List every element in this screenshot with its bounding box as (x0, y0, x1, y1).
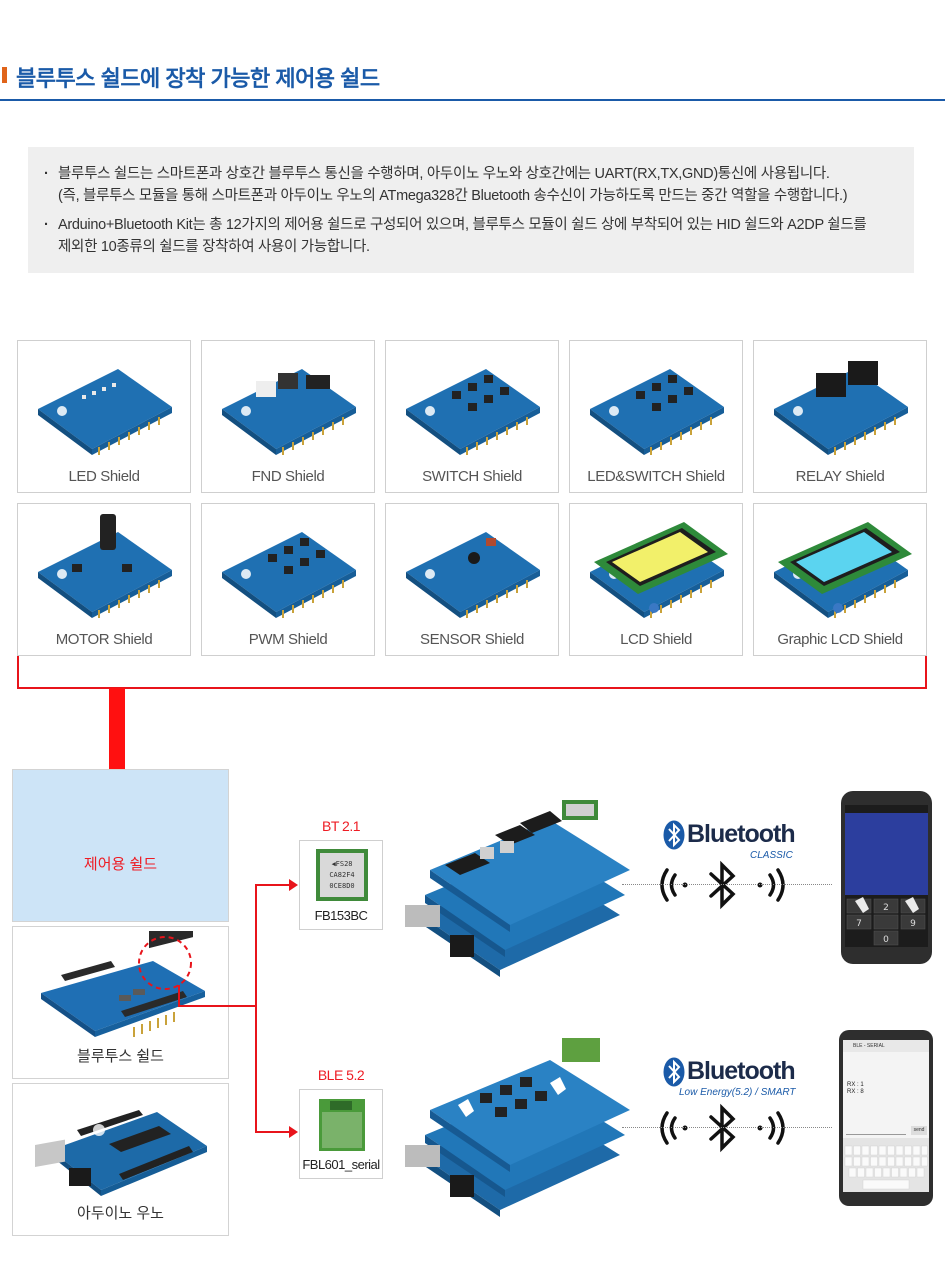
bluetooth-shield-box: 블루투스 쉴드 (12, 926, 229, 1079)
shield-label: FND Shield (251, 468, 325, 485)
app-bar: BLE - SERIAL (843, 1040, 929, 1052)
bt21-chip-image: ◀FS28 CA82F4 0CE8D0 (316, 849, 368, 901)
arduino-uno-image (35, 1110, 207, 1196)
arrow-right-icon (289, 879, 298, 891)
connector-line (255, 1131, 291, 1133)
arduino-uno-box: 아두이노 우노 (12, 1083, 229, 1236)
ble52-chip-image (319, 1099, 365, 1151)
shield-label: PWM Shield (248, 631, 328, 648)
svg-text:CA82F4: CA82F4 (329, 871, 354, 879)
shield-board-image (406, 532, 540, 618)
bluetooth-word: Bluetooth (687, 1057, 796, 1085)
shield-group-bracket (17, 656, 927, 689)
info-bullet-2-line-1: Arduino+Bluetooth Kit는 총 12가지의 제어용 쉴드로 구… (58, 217, 867, 233)
bluetooth-smart-text: Low Energy(5.2) / SMART (679, 1087, 796, 1098)
ble52-module-name: FBL601_serial (302, 1157, 380, 1172)
shield-card: SWITCH Shield (385, 340, 559, 493)
info-box: 블루투스 쉴드는 스마트폰과 상호간 블루투스 통신을 수행하며, 아두이노 우… (28, 147, 914, 273)
shield-board-image (38, 514, 172, 618)
stacked-boards-switch-image (405, 1038, 630, 1217)
wireless-signal-icon (660, 1103, 785, 1153)
phone-display-area (845, 813, 928, 895)
shield-board-image (590, 522, 728, 618)
info-bullet-1: 블루투스 쉴드는 스마트폰과 상호간 블루투스 통신을 수행하며, 아두이노 우… (44, 163, 900, 207)
connector-line (255, 884, 291, 886)
wireless-signal-icon (660, 860, 785, 910)
bluetooth-shield-image (41, 931, 205, 1037)
info-bullet-2: Arduino+Bluetooth Kit는 총 12가지의 제어용 쉴드로 구… (44, 214, 900, 258)
arrow-right-icon (289, 1126, 298, 1138)
control-shield-box: 제어용 쉴드 (12, 769, 229, 922)
shield-board-image (38, 369, 172, 455)
svg-text:◀FS28: ◀FS28 (331, 860, 352, 868)
svg-text:2: 2 (883, 903, 889, 913)
shield-card: LED&SWITCH Shield (569, 340, 743, 493)
connector-line (255, 884, 257, 1133)
phone-keypad: 2 7 9 0 (846, 897, 926, 946)
shield-label: LCD Shield (620, 631, 692, 648)
stacked-boards-fnd-image (405, 800, 630, 977)
header-marker (2, 67, 7, 83)
bluetooth-smart-logo: Bluetooth Low Energy(5.2) / SMART (663, 1057, 796, 1107)
shield-card: RELAY Shield (753, 340, 927, 493)
bluetooth-classic-text: CLASSIC (750, 850, 793, 861)
info-bullet-1-line-1: 블루투스 쉴드는 스마트폰과 상호간 블루투스 통신을 수행하며, 아두이노 우… (58, 166, 830, 182)
bt21-title: BT 2.1 (322, 818, 361, 834)
shield-label: RELAY Shield (795, 468, 885, 485)
smartphone-classic: 2 7 9 0 (841, 791, 932, 964)
shield-board-image (590, 369, 724, 455)
bt21-module-box: ◀FS28 CA82F4 0CE8D0 FB153BC (299, 840, 383, 930)
svg-text:0: 0 (883, 935, 889, 945)
shield-card: MOTOR Shield (17, 503, 191, 656)
shield-label: SENSOR Shield (419, 631, 524, 648)
bluetooth-classic-logo: Bluetooth CLASSIC (663, 820, 796, 870)
bluetooth-icon (663, 820, 685, 850)
section-header: 블루투스 쉴드에 장착 가능한 제어용 쉴드 (0, 56, 945, 101)
signal-line (622, 884, 832, 885)
info-bullet-1-line-2: (즉, 블루투스 모듈을 통해 스마트폰과 아두이노 우노의 ATmega328… (58, 188, 848, 204)
shield-board-image (406, 369, 540, 455)
message-input[interactable] (846, 1128, 906, 1135)
shield-board-image (222, 369, 356, 455)
shield-card: FND Shield (201, 340, 375, 493)
ble52-title: BLE 5.2 (317, 1067, 365, 1083)
connector-line (178, 985, 180, 1007)
bt21-module-name: FB153BC (314, 908, 368, 923)
shield-board-image (774, 361, 908, 455)
shield-card: LCD Shield (569, 503, 743, 656)
shield-card: LED Shield (17, 340, 191, 493)
shield-label: LED&SWITCH Shield (587, 468, 725, 485)
connector-line (178, 1005, 256, 1007)
shield-label: LED Shield (68, 468, 140, 485)
control-shield-label: 제어용 쉴드 (83, 856, 158, 873)
rx-line-2: RX : 8 (847, 1089, 864, 1095)
shield-card: SENSOR Shield (385, 503, 559, 656)
shield-card: Graphic LCD Shield (753, 503, 927, 656)
arduino-uno-label: 아두이노 우노 (77, 1205, 164, 1222)
shield-card: PWM Shield (201, 503, 375, 656)
phone-screen: 2 7 9 0 (845, 805, 928, 947)
shield-label: MOTOR Shield (55, 631, 153, 648)
bluetooth-icon (663, 1057, 685, 1087)
ble52-module-box: FBL601_serial (299, 1089, 383, 1179)
page-title: 블루투스 쉴드에 장착 가능한 제어용 쉴드 (16, 66, 380, 91)
send-button[interactable]: send (911, 1126, 927, 1135)
signal-line (622, 1127, 832, 1128)
shield-label: Graphic LCD Shield (777, 631, 903, 648)
bluetooth-shield-label: 블루투스 쉴드 (77, 1048, 164, 1065)
shield-board-image (222, 532, 356, 618)
svg-text:0CE8D0: 0CE8D0 (329, 882, 354, 890)
svg-text:9: 9 (910, 919, 916, 929)
phone-screen: BLE - SERIAL RX : 1 RX : 8 send (843, 1040, 929, 1192)
info-bullet-2-line-2: 제외한 10종류의 쉴드를 장착하여 사용이 가능합니다. (58, 239, 370, 255)
shield-board-image (774, 522, 912, 618)
rx-log: RX : 1 RX : 8 (847, 1082, 864, 1096)
shield-label: SWITCH Shield (422, 468, 522, 485)
phone-keyboard[interactable] (843, 1138, 929, 1192)
rx-line-1: RX : 1 (847, 1082, 864, 1088)
bluetooth-word: Bluetooth (687, 820, 796, 848)
svg-text:7: 7 (856, 919, 862, 929)
smartphone-ble: BLE - SERIAL RX : 1 RX : 8 send (839, 1030, 933, 1206)
